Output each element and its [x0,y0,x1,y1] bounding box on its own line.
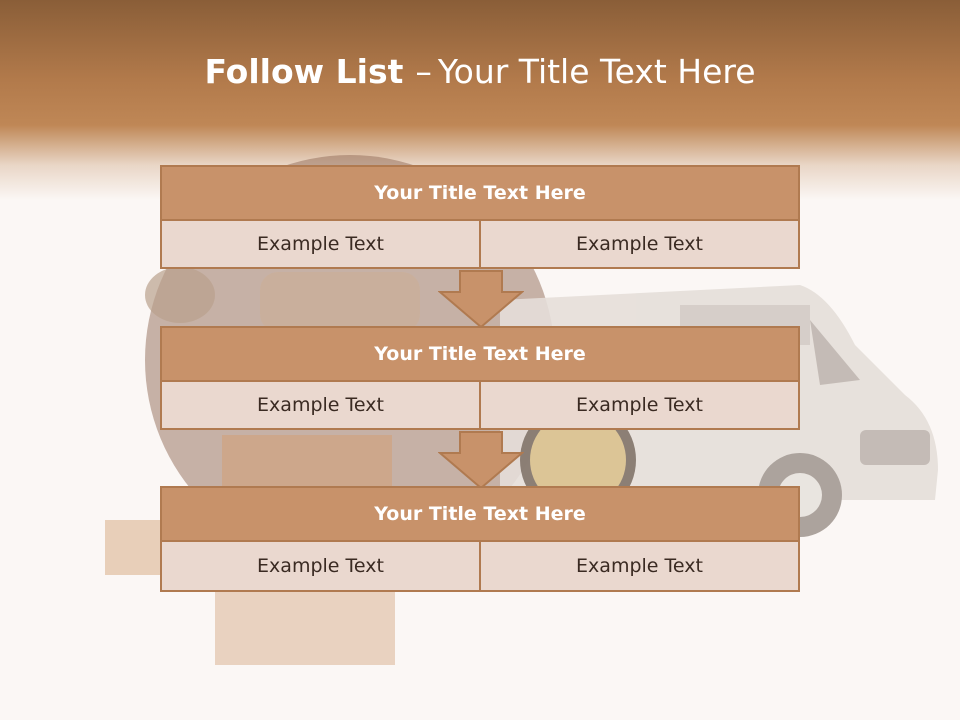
step-cell-left: Example Text [160,380,481,430]
step-title: Your Title Text Here [160,165,800,221]
title-rest: Your Title Text Here [437,52,756,91]
step-cell-right: Example Text [479,540,800,592]
step-cell-right: Example Text [479,380,800,430]
step-cell-left: Example Text [160,219,481,269]
step-cell-left: Example Text [160,540,481,592]
step-row: Example Text Example Text [160,380,800,430]
title-bold: Follow List [204,52,404,91]
step-1: Your Title Text Here Example Text Exampl… [160,165,800,269]
down-arrow-icon [438,431,524,489]
step-title: Your Title Text Here [160,326,800,382]
page-title: Follow List–Your Title Text Here [0,52,960,91]
step-3: Your Title Text Here Example Text Exampl… [160,486,800,592]
step-row: Example Text Example Text [160,540,800,592]
person-shape [145,267,215,323]
person-shape [260,272,420,332]
down-arrow-icon [438,270,524,328]
title-separator: – [415,52,432,91]
step-2: Your Title Text Here Example Text Exampl… [160,326,800,430]
step-row: Example Text Example Text [160,219,800,269]
step-title: Your Title Text Here [160,486,800,542]
step-cell-right: Example Text [479,219,800,269]
